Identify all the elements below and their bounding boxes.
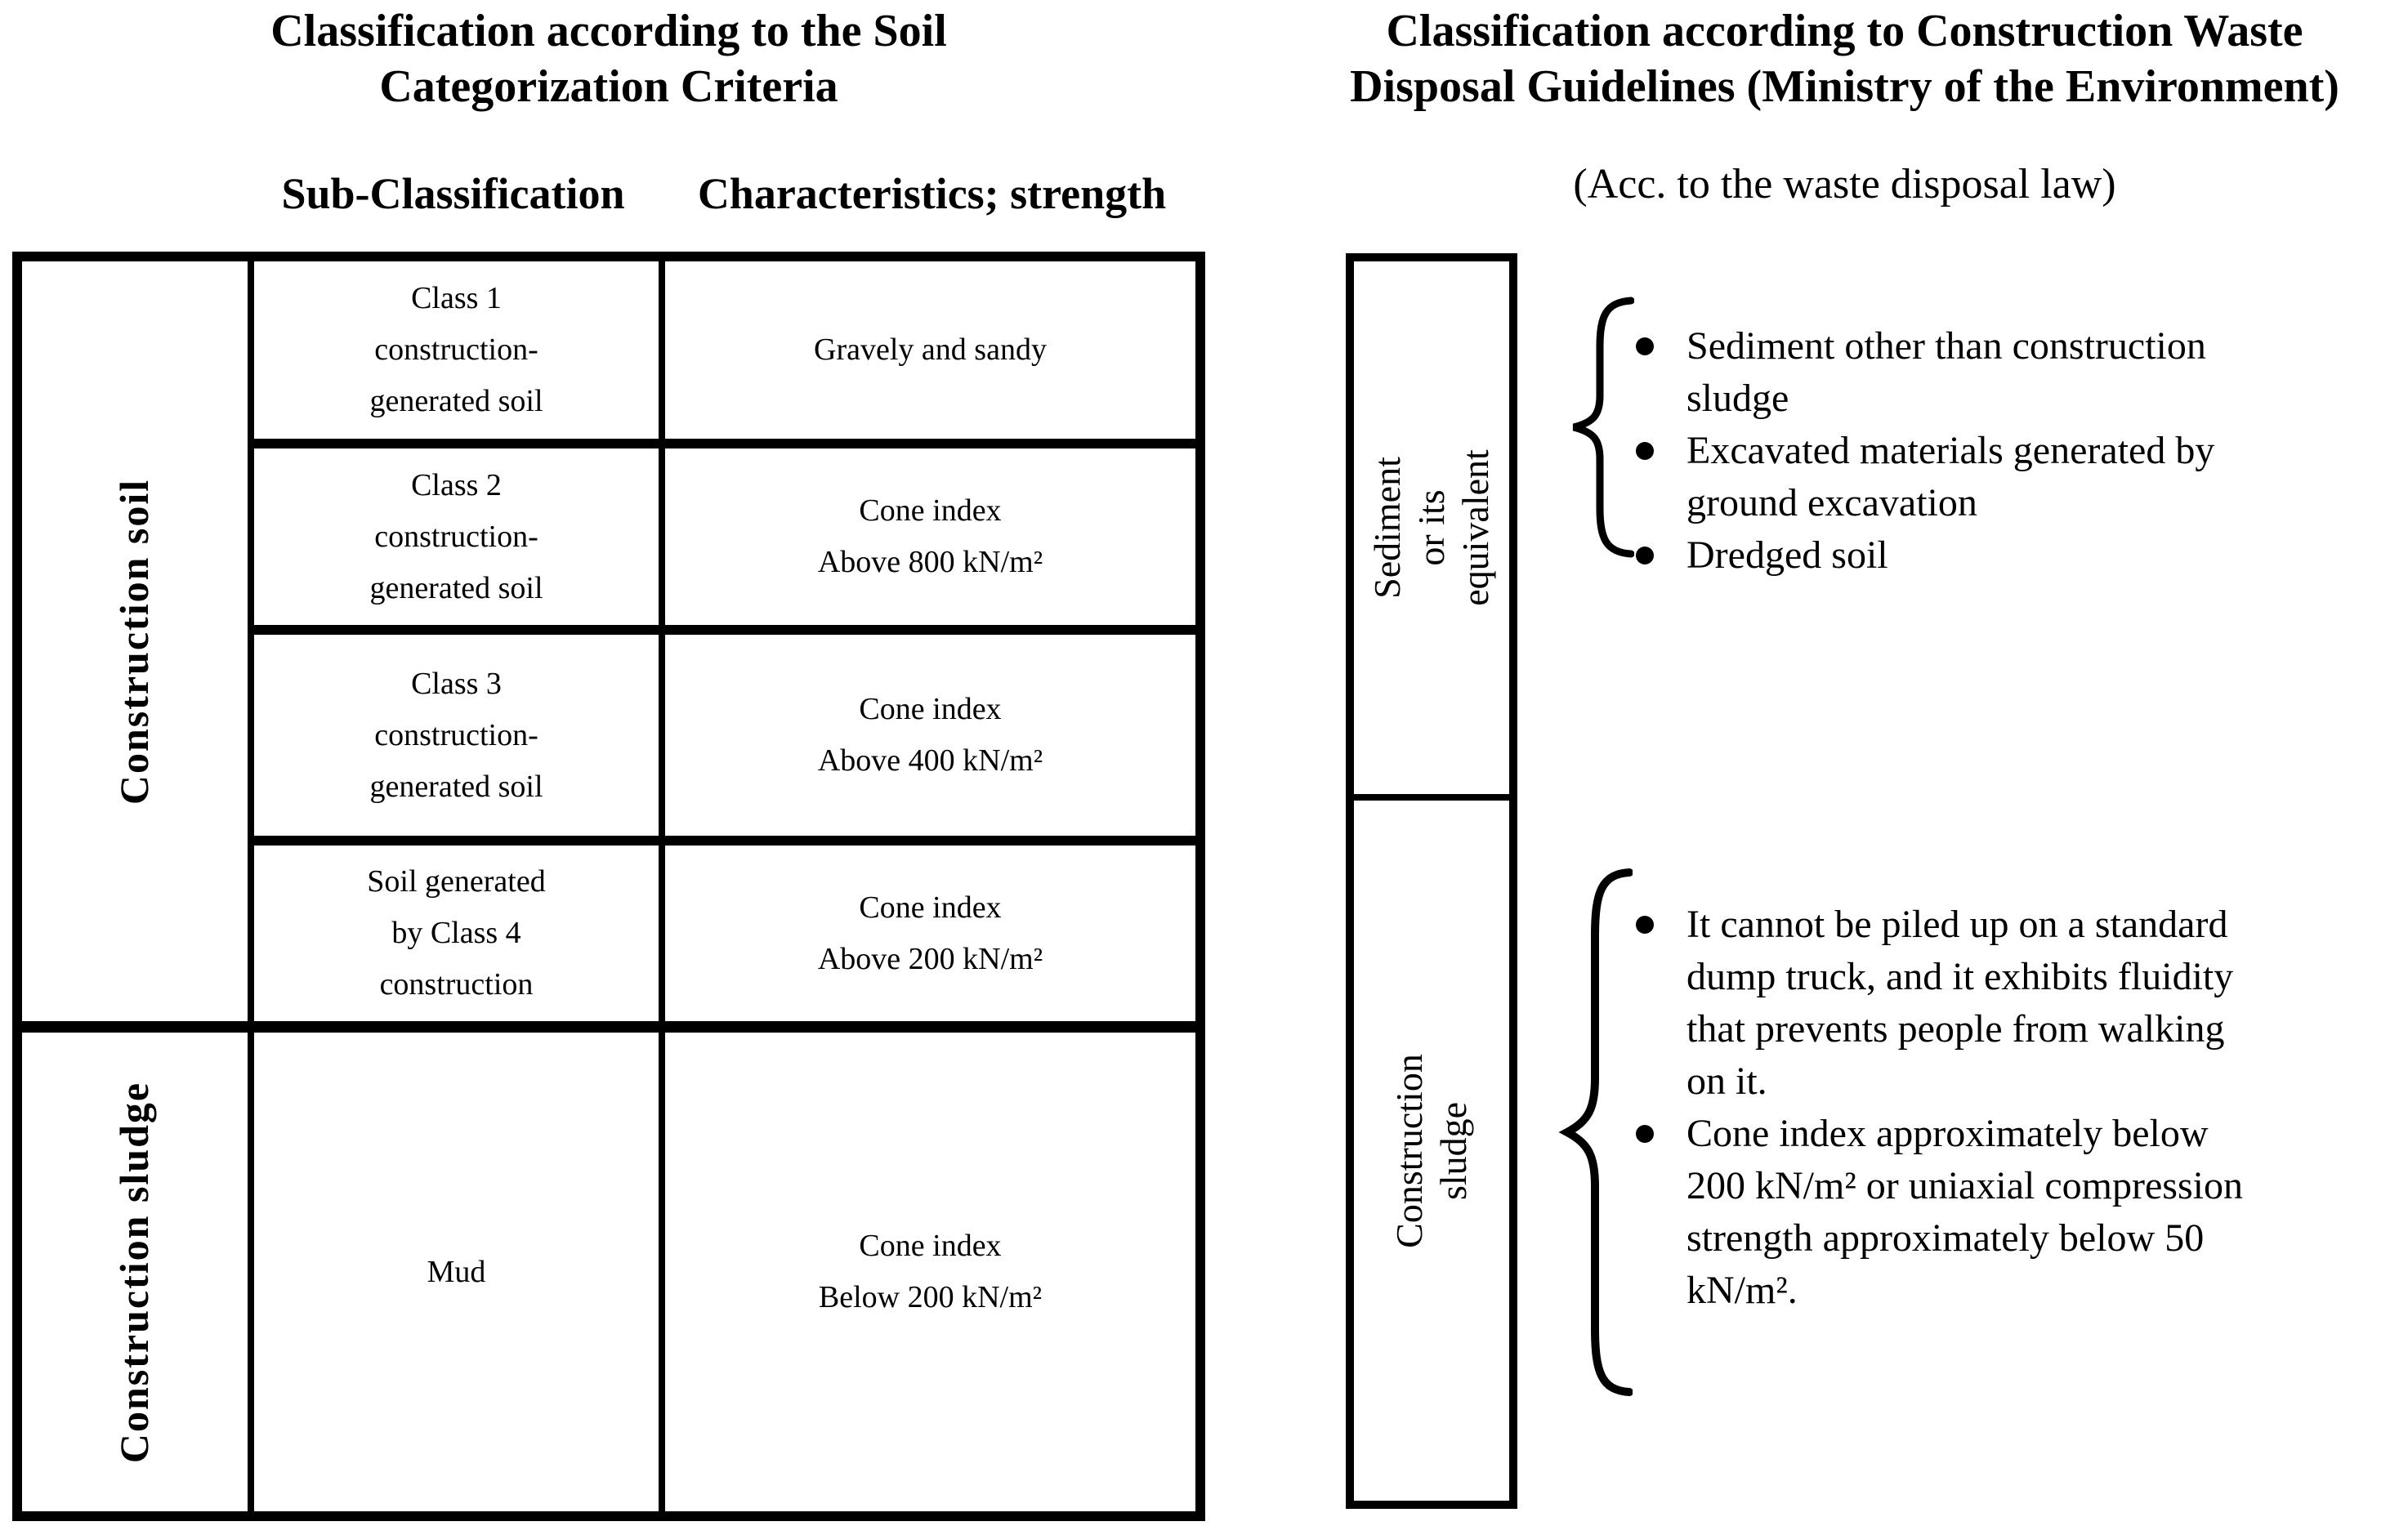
table-cell-class1-strength: Gravely and sandy — [665, 261, 1195, 448]
category-label-construction-sludge: Construction sludge — [1388, 1053, 1474, 1248]
table-cell-class2-strength: Cone index Above 800 kN/m² — [665, 448, 1195, 635]
list-item: It cannot be piled up on a standard dump… — [1628, 899, 2396, 1108]
list-item: Excavated materials generated by ground … — [1628, 425, 2396, 529]
table-cell-class4-sub: Soil generated by Class 4 construction — [254, 846, 665, 1033]
group-label-construction-sludge: Construction sludge — [111, 1081, 158, 1463]
list-item: Sediment other than construction sludge — [1628, 320, 2396, 425]
list-item: Cone index approximately below 200 kN/m²… — [1628, 1108, 2396, 1317]
curly-brace-icon — [1558, 868, 1633, 1396]
left-panel-title: Classification according to the Soil Cat… — [270, 6, 947, 112]
table-group-construction-sludge: Construction sludge — [22, 1033, 254, 1511]
table-group-construction-soil: Construction soil — [22, 261, 254, 1033]
waste-category-boxes: Sediment or its equivalent Construction … — [1346, 253, 1517, 1509]
list-item: Dredged soil — [1628, 529, 2396, 582]
column-header-sub-classification: Sub-Classification — [281, 169, 625, 218]
curly-brace-icon — [1572, 297, 1634, 558]
column-header-characteristics-strength: Characteristics; strength — [697, 169, 1167, 218]
table-cell-mud-strength: Cone index Below 200 kN/m² — [818, 1229, 1043, 1314]
category-box-construction-sludge: Construction sludge — [1354, 801, 1509, 1501]
table-cell-class3-sub: Class 3 construction- generated soil — [254, 635, 665, 846]
table-cell-class2-sub: Class 2 construction- generated soil — [254, 448, 665, 635]
right-panel-subtitle: (Acc. to the waste disposal law) — [1573, 161, 2116, 207]
right-panel-title: Classification according to Construction… — [1350, 6, 2339, 112]
sediment-bullet-list: Sediment other than construction sludge … — [1628, 320, 2396, 582]
table-cell-class3-strength: Cone index Above 400 kN/m² — [665, 635, 1195, 846]
group-label-construction-soil: Construction soil — [111, 478, 158, 805]
table-cell-class1-sub: Class 1 construction- generated soil — [254, 261, 665, 448]
table-cell-class4-strength: Cone index Above 200 kN/m² — [665, 846, 1195, 1033]
table-cell-mud-sub: Mud — [254, 1033, 665, 1511]
construction-sludge-bullet-list: It cannot be piled up on a standard dump… — [1628, 899, 2396, 1317]
category-label-sediment: Sediment or its equivalent — [1366, 449, 1496, 606]
soil-classification-table: Construction soil Class 1 construction- … — [12, 252, 1205, 1521]
category-box-sediment: Sediment or its equivalent — [1354, 261, 1509, 801]
